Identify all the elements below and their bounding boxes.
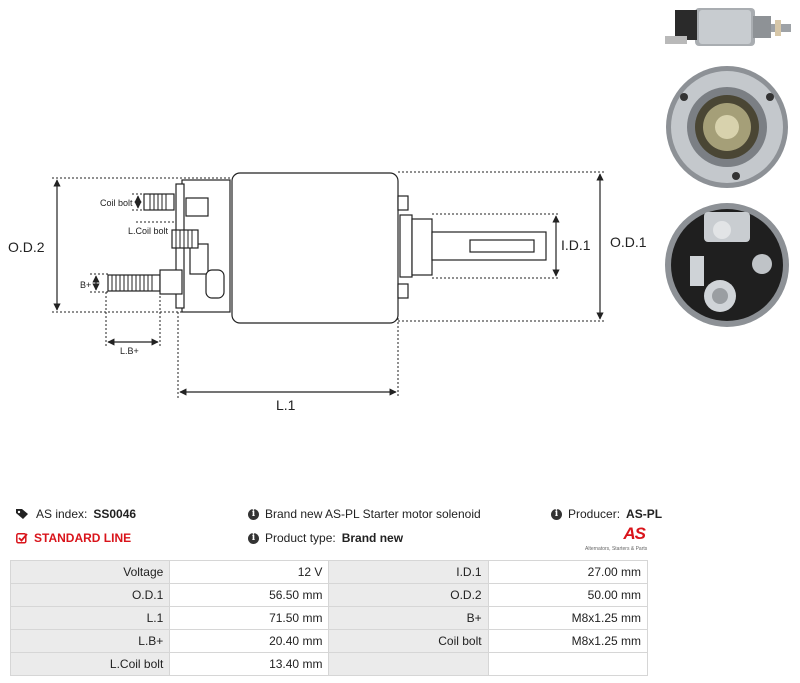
table-row: O.D.1 56.50 mm O.D.2 50.00 mm [9, 583, 649, 607]
spec-key: Coil bolt [328, 629, 489, 653]
spec-key: L.1 [9, 606, 171, 630]
logo-tagline: Alternators, Starters & Parts [585, 546, 648, 552]
producer-value: AS-PL [626, 507, 663, 521]
spec-value: M8x1.25 mm [487, 629, 649, 653]
spec-key: O.D.2 [328, 583, 489, 607]
spec-key: O.D.1 [9, 583, 171, 607]
spec-key [328, 652, 489, 676]
as-index-value: SS0046 [93, 507, 137, 521]
as-index-label: AS index: [36, 507, 88, 521]
spec-value: 13.40 mm [169, 652, 330, 676]
check-square-icon [16, 532, 28, 544]
l-b-plus-label: L.B+ [120, 346, 139, 356]
l-coil-bolt-label: L.Coil bolt [128, 226, 169, 236]
logo-brand: AS [623, 524, 646, 543]
spec-value: 20.40 mm [169, 629, 330, 653]
spec-value: 71.50 mm [169, 606, 330, 630]
as-index: AS index: SS0046 [16, 507, 136, 521]
spec-value: 12 V [169, 560, 330, 584]
table-row: Voltage 12 V I.D.1 27.00 mm [9, 560, 649, 584]
info-icon: i [551, 508, 562, 520]
description-text: Brand new AS-PL Starter motor solenoid [265, 507, 481, 521]
spec-value: 56.50 mm [169, 583, 330, 607]
tags-icon [16, 508, 30, 520]
coil-bolt-label: Coil bolt [100, 198, 133, 208]
product-type-label: Product type: [265, 531, 336, 545]
table-row: L.1 71.50 mm B+ M8x1.25 mm [9, 606, 649, 630]
technical-drawing: O.D.2 O.D.1 I.D.1 L.1 Coil bolt L.Coil b… [8, 171, 647, 413]
od1-label: O.D.1 [610, 234, 647, 250]
specs-table: Voltage 12 V I.D.1 27.00 mm O.D.1 56.50 … [9, 560, 649, 676]
product-photo-front [666, 66, 788, 188]
info-icon: i [248, 508, 259, 520]
table-row: L.B+ 20.40 mm Coil bolt M8x1.25 mm [9, 629, 649, 653]
description: i Brand new AS-PL Starter motor solenoid [248, 507, 481, 521]
spec-value [487, 652, 649, 676]
standard-line-label: STANDARD LINE [34, 531, 132, 545]
id1-label: I.D.1 [561, 237, 591, 253]
product-photo-back [665, 203, 789, 327]
b-plus-label: B+ [80, 280, 91, 290]
as-pl-logo: AS Alternators, Starters & Parts [585, 524, 649, 552]
od2-label: O.D.2 [8, 239, 45, 255]
spec-value: 27.00 mm [487, 560, 649, 584]
spec-value: 50.00 mm [487, 583, 649, 607]
table-row: L.Coil bolt 13.40 mm [9, 652, 649, 676]
spec-key: Voltage [9, 560, 171, 584]
producer: i Producer: AS-PL [551, 507, 662, 521]
spec-key: I.D.1 [328, 560, 489, 584]
spec-key: L.Coil bolt [9, 652, 171, 676]
producer-label: Producer: [568, 507, 621, 521]
info-icon: i [248, 532, 259, 544]
standard-line: STANDARD LINE [16, 531, 131, 545]
solenoid-body [231, 172, 399, 324]
product-photo-side [665, 8, 791, 46]
spec-key: L.B+ [9, 629, 171, 653]
coil-bolt [143, 193, 175, 211]
l1-label: L.1 [276, 397, 296, 413]
spec-value: M8x1.25 mm [487, 606, 649, 630]
product-type-value: Brand new [341, 531, 404, 545]
product-type: i Product type: Brand new [248, 531, 403, 545]
spec-key: B+ [328, 606, 489, 630]
